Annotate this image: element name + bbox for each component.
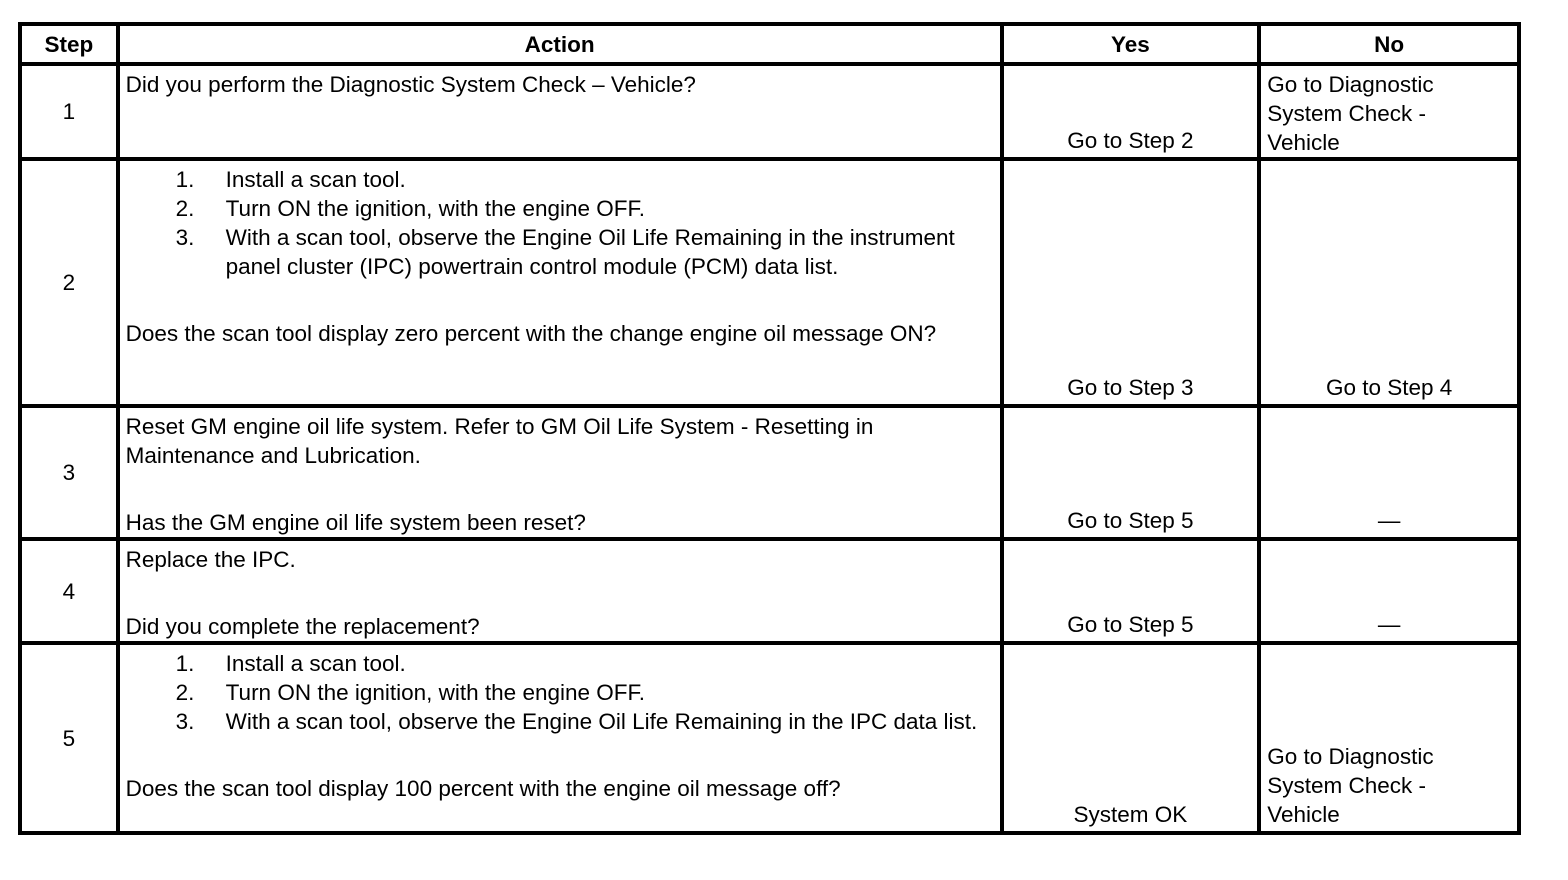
action-question: Has the GM engine oil life system been r… bbox=[125, 510, 586, 535]
table-row: 5 1.Install a scan tool. 2.Turn ON the i… bbox=[18, 641, 1521, 835]
action-cell: Replace the IPC. Did you complete the re… bbox=[115, 537, 1004, 645]
yes-cell: Go to Step 2 bbox=[999, 62, 1262, 161]
action-step: 2.Turn ON the ignition, with the engine … bbox=[175, 680, 646, 705]
table-row: 1 Did you perform the Diagnostic System … bbox=[18, 62, 1521, 161]
step-number: 5 bbox=[18, 641, 120, 835]
header-row: Step Action Yes No bbox=[18, 22, 1521, 66]
no-result-line: System Check - bbox=[1267, 773, 1427, 798]
no-result-line: Vehicle bbox=[1267, 802, 1340, 827]
action-cell: Reset GM engine oil life system. Refer t… bbox=[115, 404, 1004, 541]
action-step: 2.Turn ON the ignition, with the engine … bbox=[175, 196, 646, 221]
diagnostic-table: Step Action Yes No 1 Did you perform the… bbox=[18, 22, 1521, 835]
action-text: Reset GM engine oil life system. Refer t… bbox=[125, 414, 874, 468]
step-number: 3 bbox=[18, 404, 120, 541]
table-row: 2 1.Install a scan tool. 2.Turn ON the i… bbox=[18, 157, 1521, 408]
yes-result: Go to Step 5 bbox=[1067, 612, 1194, 637]
no-cell: Go to Step 4 bbox=[1257, 157, 1521, 408]
no-result: — bbox=[1377, 612, 1401, 637]
yes-result: Go to Step 3 bbox=[1067, 375, 1194, 400]
action-step: 1.Install a scan tool. bbox=[175, 651, 406, 676]
no-cell: Go to Diagnostic System Check - Vehicle bbox=[1257, 62, 1521, 161]
header-action: Action bbox=[115, 22, 1004, 66]
header-no: No bbox=[1257, 22, 1521, 66]
action-question: Does the scan tool display zero percent … bbox=[125, 321, 937, 346]
no-cell: — bbox=[1257, 404, 1521, 541]
action-question: Did you complete the replacement? bbox=[125, 614, 480, 639]
no-result-line: Vehicle bbox=[1267, 130, 1340, 155]
action-text: Replace the IPC. bbox=[125, 547, 296, 572]
action-cell: 1.Install a scan tool. 2.Turn ON the ign… bbox=[115, 157, 1004, 408]
header-yes: Yes bbox=[999, 22, 1262, 66]
action-cell: Did you perform the Diagnostic System Ch… bbox=[115, 62, 1004, 161]
no-result: Go to Step 4 bbox=[1325, 375, 1453, 400]
action-steps-list: 1.Install a scan tool. 2.Turn ON the ign… bbox=[126, 165, 994, 281]
step-number: 4 bbox=[18, 537, 120, 645]
header-step: Step bbox=[18, 22, 120, 66]
yes-cell: System OK bbox=[999, 641, 1262, 835]
yes-cell: Go to Step 5 bbox=[999, 404, 1262, 541]
yes-cell: Go to Step 3 bbox=[999, 157, 1262, 408]
step-number: 1 bbox=[18, 62, 120, 161]
action-question: Does the scan tool display 100 percent w… bbox=[125, 776, 841, 801]
step-number: 2 bbox=[18, 157, 120, 408]
action-steps-list: 1.Install a scan tool. 2.Turn ON the ign… bbox=[126, 649, 994, 736]
table-row: 3 Reset GM engine oil life system. Refer… bbox=[18, 404, 1521, 541]
no-cell: — bbox=[1257, 537, 1521, 645]
action-step: 3.With a scan tool, observe the Engine O… bbox=[175, 709, 978, 734]
no-result-line: Go to Diagnostic bbox=[1267, 72, 1434, 97]
yes-cell: Go to Step 5 bbox=[999, 537, 1262, 645]
table-row: 4 Replace the IPC. Did you complete the … bbox=[18, 537, 1521, 645]
no-result: Go to Diagnostic System Check - Vehicle bbox=[1261, 66, 1517, 157]
no-result-line: Go to Diagnostic bbox=[1267, 744, 1434, 769]
no-result: Go to Diagnostic System Check - Vehicle bbox=[1267, 742, 1511, 829]
action-cell: 1.Install a scan tool. 2.Turn ON the ign… bbox=[115, 641, 1004, 835]
yes-result: Go to Step 2 bbox=[1067, 128, 1194, 153]
action-step: 3.With a scan tool, observe the Engine O… bbox=[175, 225, 955, 279]
action-text: Did you perform the Diagnostic System Ch… bbox=[125, 72, 696, 97]
action-step: 1.Install a scan tool. bbox=[175, 167, 406, 192]
yes-result: Go to Step 5 bbox=[1067, 508, 1194, 533]
no-result-line: System Check - bbox=[1267, 101, 1427, 126]
no-cell: Go to Diagnostic System Check - Vehicle bbox=[1257, 641, 1521, 835]
no-result: — bbox=[1377, 508, 1401, 533]
yes-result: System OK bbox=[1073, 802, 1188, 827]
